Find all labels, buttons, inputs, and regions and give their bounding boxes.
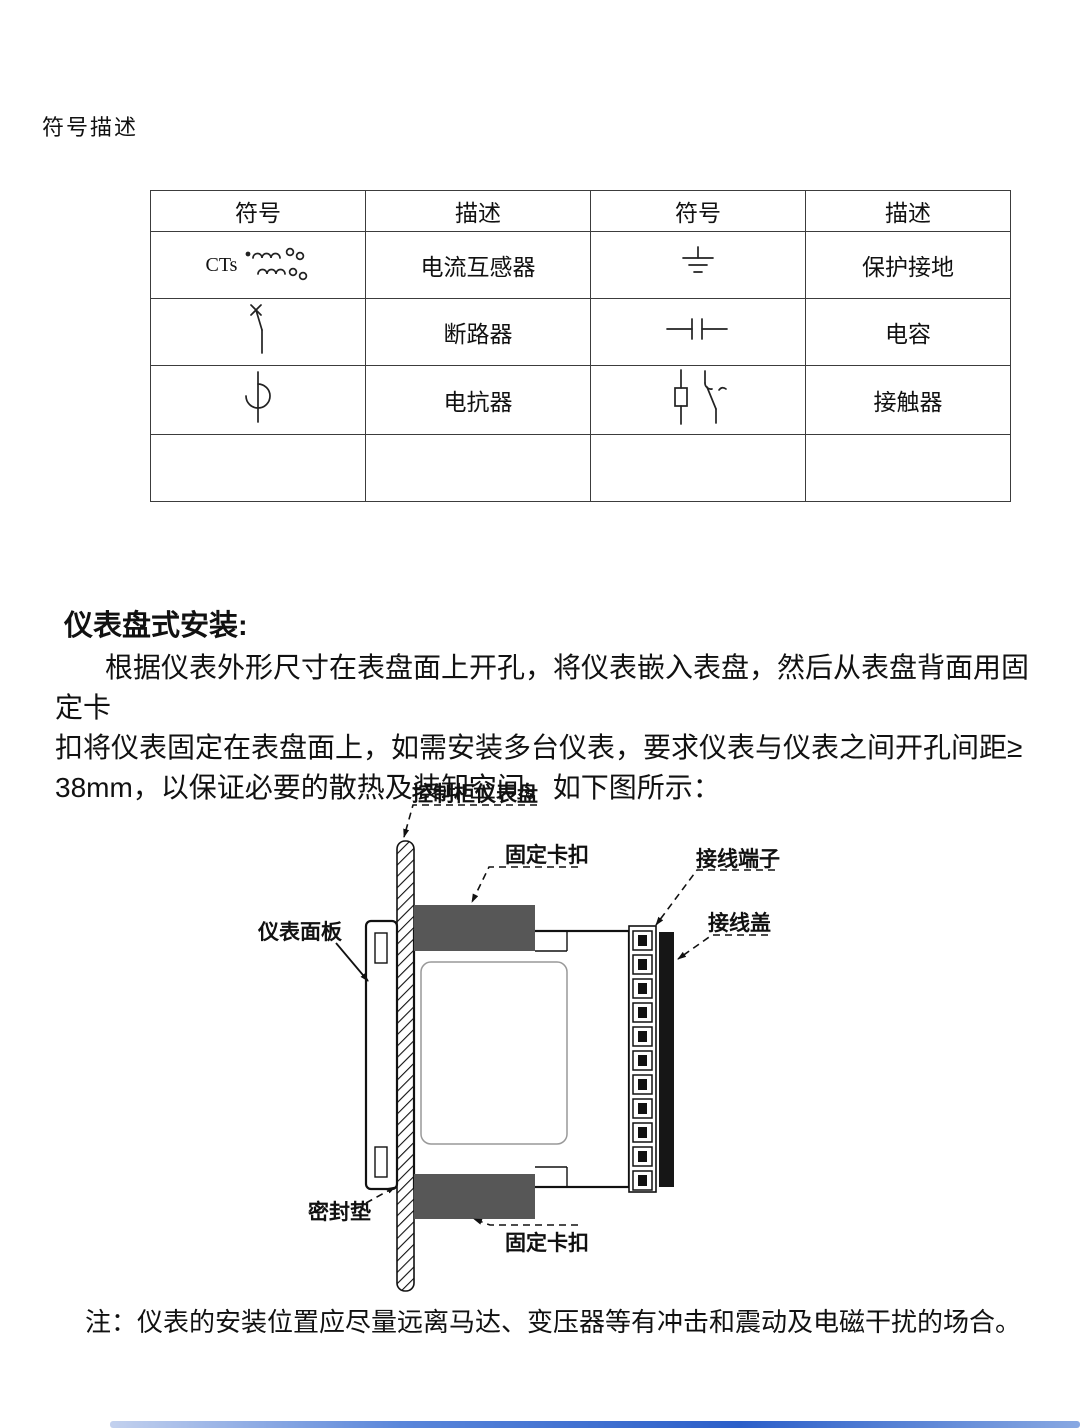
label-faceplate: 仪表面板 <box>258 921 342 944</box>
table-row: CTs 电流互感器 <box>150 231 1011 299</box>
label-gasket: 密封垫 <box>308 1201 371 1224</box>
page-title: 符号描述 <box>42 115 139 140</box>
header-desc-left: 描述 <box>365 190 591 232</box>
contactor-icon <box>674 369 727 425</box>
label-terminal: 接线端子 <box>696 848 780 871</box>
cell-symbol-reactor <box>150 365 366 435</box>
cell-desc-contactor: 接触器 <box>805 365 1011 435</box>
install-section-heading: 仪表盘式安装: <box>64 610 248 642</box>
leader-cover <box>677 934 768 960</box>
header-symbol-right: 符号 <box>590 190 806 232</box>
cell-desc-current-transformer: 电流互感器 <box>365 231 591 299</box>
reactor-icon <box>245 371 271 423</box>
cell-desc-circuit-breaker: 断路器 <box>365 298 591 366</box>
header-symbol-left: 符号 <box>150 190 366 232</box>
circuit-breaker-icon <box>250 304 263 354</box>
terminal-cover <box>659 932 674 1187</box>
terminal-pins <box>632 930 653 1191</box>
label-clip-top: 固定卡扣 <box>505 844 589 867</box>
cabinet-panel <box>396 840 415 1292</box>
cell-desc-protective-earth: 保护接地 <box>805 231 1011 299</box>
leader-cabinet-panel <box>403 804 537 838</box>
faceplate-slot-top <box>374 932 388 964</box>
fixing-clip-bottom <box>414 1174 535 1219</box>
paragraph-line: 扣将仪表固定在表盘面上，如需安装多台仪表，要求仪表与仪表之间开孔间距≥ <box>55 732 1023 763</box>
table-row: 电抗器 接触器 <box>150 365 1011 435</box>
current-transformer-icon <box>246 247 308 281</box>
leader-terminal <box>655 869 775 926</box>
cell-empty <box>365 434 591 502</box>
cell-symbol-circuit-breaker <box>150 298 366 366</box>
table-row-empty <box>150 434 1011 502</box>
leader-clip-top <box>471 866 578 903</box>
paragraph-line: 根据仪表外形尺寸在表盘面上开孔，将仪表嵌入表盘，然后从表盘背面用固定卡 <box>55 652 1030 723</box>
table-row: 断路器 电容 <box>150 298 1011 366</box>
paragraph-line: 38mm，以保证必要的散热及装卸空间。如下图所示： <box>55 772 721 803</box>
cell-symbol-capacitor <box>590 298 806 366</box>
install-paragraph: 根据仪表外形尺寸在表盘面上开孔，将仪表嵌入表盘，然后从表盘背面用固定卡 扣将仪表… <box>55 648 1050 808</box>
cell-desc-reactor: 电抗器 <box>365 365 591 435</box>
symbol-table: 符号 描述 符号 描述 CTs <box>150 190 1011 502</box>
fixing-clip-top <box>414 905 535 951</box>
table-header-row: 符号 描述 符号 描述 <box>150 190 1011 232</box>
label-cabinet-panel: 控制柜仪表盘 <box>412 783 538 806</box>
cell-desc-capacitor: 电容 <box>805 298 1011 366</box>
meter-faceplate <box>364 919 399 1191</box>
installation-diagram: 控制柜仪表盘 固定卡扣 接线端子 接线盖 仪表面板 密封垫 固定卡扣 <box>0 775 1080 1305</box>
leader-gasket <box>365 1186 396 1204</box>
cell-symbol-protective-earth <box>590 231 806 299</box>
installation-diagram-drawing <box>335 804 775 1292</box>
install-note: 注：仪表的安装位置应尽量远离马达、变压器等有冲击和震动及电磁干扰的场合。 <box>85 1307 1022 1337</box>
leader-faceplate <box>335 942 369 982</box>
cell-symbol-contactor <box>590 365 806 435</box>
cts-symbol: CTs <box>151 245 365 285</box>
faceplate-slot-bottom <box>374 1146 388 1178</box>
cell-empty <box>150 434 366 502</box>
meter-body-inner <box>420 961 568 1145</box>
cts-label: CTs <box>205 253 238 276</box>
cell-empty <box>590 434 806 502</box>
cell-symbol-current-transformer: CTs <box>150 231 366 299</box>
next-page-edge <box>110 1421 1080 1428</box>
protective-earth-icon <box>682 246 714 273</box>
capacitor-icon <box>666 318 728 340</box>
label-clip-bottom: 固定卡扣 <box>505 1232 589 1255</box>
label-cover: 接线盖 <box>708 912 771 935</box>
header-desc-right: 描述 <box>805 190 1011 232</box>
cell-empty <box>805 434 1011 502</box>
leader-clip-bottom <box>473 1218 578 1226</box>
